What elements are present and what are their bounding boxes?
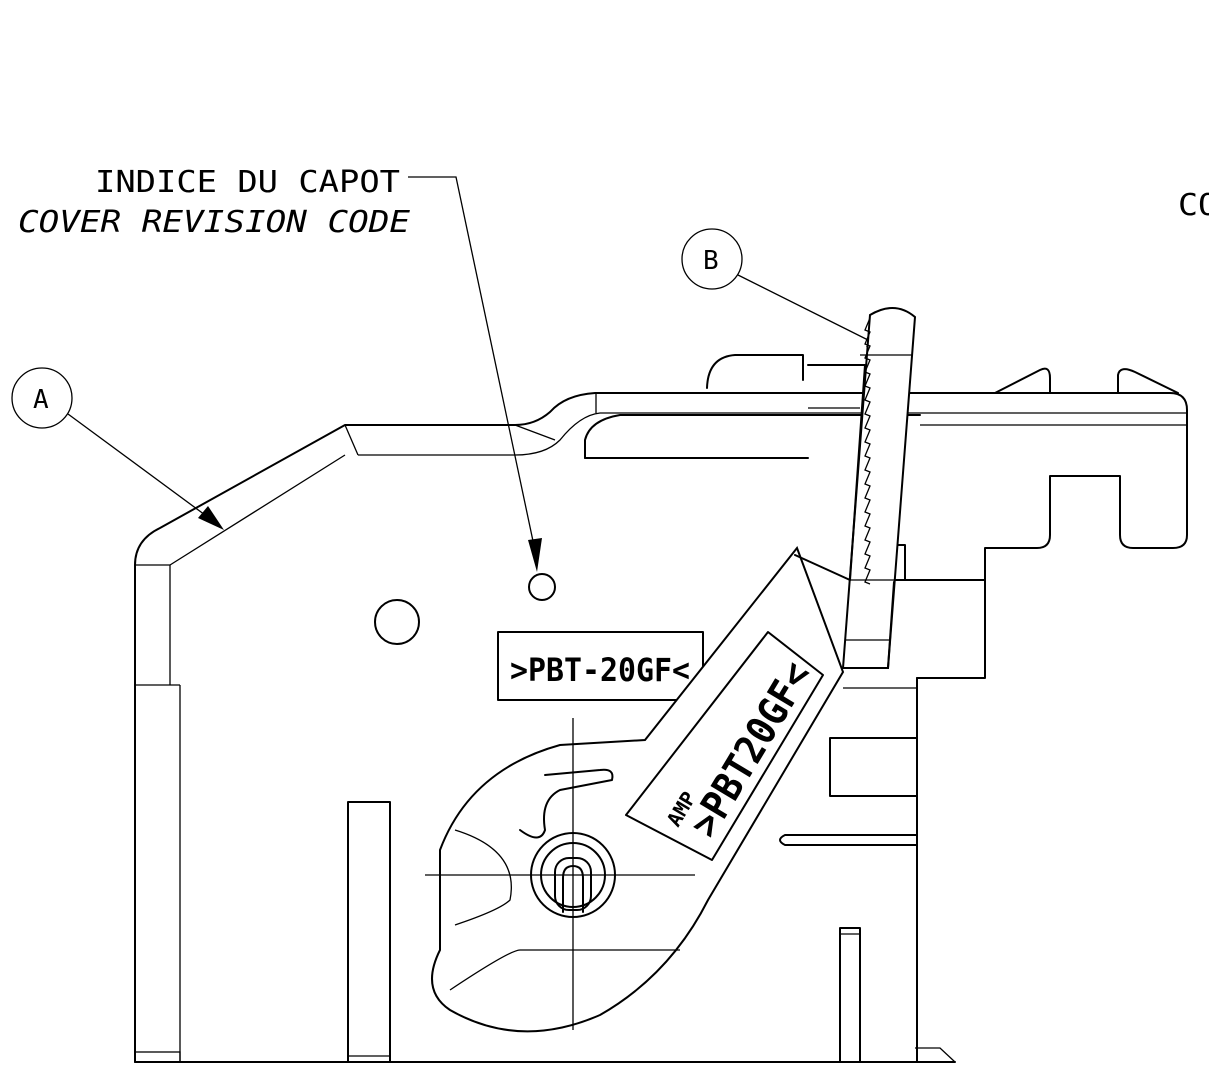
cover-revision-leader xyxy=(408,176,542,572)
side-window xyxy=(829,737,918,797)
cover-revision-en-label: COVER REVISION CODE xyxy=(18,205,410,240)
lever-arm: >PBT20GF< AMP xyxy=(425,545,845,1033)
rib-left xyxy=(347,801,391,1063)
top-rib xyxy=(584,354,1179,459)
revision-indicator-hole xyxy=(528,573,556,601)
serrated-latch xyxy=(794,307,986,669)
balloon-a-letter: A xyxy=(33,385,49,415)
part-marking-text: >PBT-20GF< xyxy=(510,651,690,689)
mounting-hole xyxy=(374,599,420,645)
balloon-b-letter: B xyxy=(703,246,719,276)
balloon-a: A xyxy=(11,367,224,530)
balloon-b: B xyxy=(681,228,892,352)
cut-off-label: CO xyxy=(1178,188,1209,223)
housing-body xyxy=(134,392,1188,1063)
part-marking-plate: >PBT-20GF< xyxy=(497,631,704,701)
rib-right xyxy=(839,927,861,1063)
cover-revision-fr-label: INDICE DU CAPOT xyxy=(95,165,400,200)
side-slot xyxy=(779,834,918,846)
